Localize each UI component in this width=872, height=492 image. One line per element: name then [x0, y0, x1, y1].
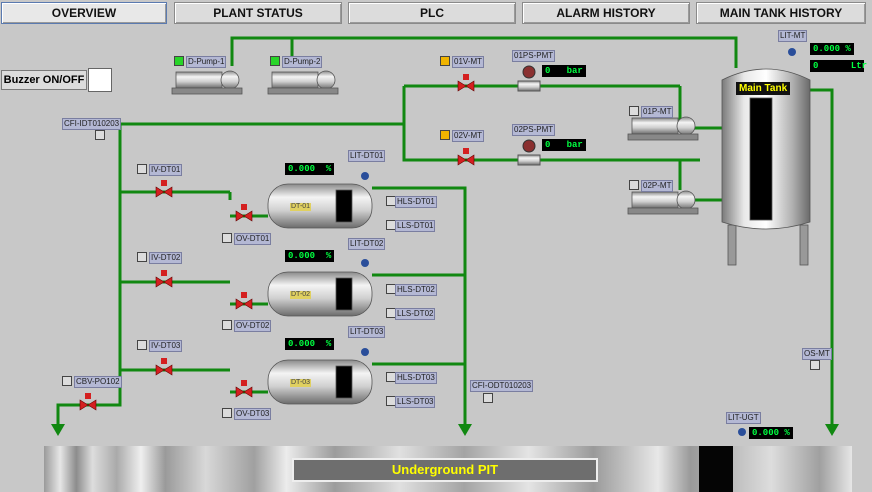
- ps01-unit: bar: [566, 66, 583, 76]
- underground-pit-dark-section: [699, 446, 733, 492]
- ov-dt01-tag: OV-DT01: [234, 233, 272, 245]
- iv-dt01-status[interactable]: [137, 164, 147, 174]
- ps02-value: 0: [545, 140, 551, 150]
- dt01-level: 0.000: [288, 164, 316, 174]
- lit-mt-tag: LIT-MT: [778, 30, 808, 42]
- valves: [79, 80, 475, 411]
- dt03-level-display: 0.000 %: [285, 338, 335, 350]
- pressure-transmitters: [517, 65, 541, 166]
- ugt-level-display: 0.000 %: [749, 427, 793, 439]
- main-tank-level: 0.000: [813, 44, 841, 54]
- buzzer-indicator[interactable]: [88, 68, 112, 92]
- dt02-level-display: 0.000 %: [285, 250, 335, 262]
- os-mt-tag: OS-MT: [802, 348, 832, 360]
- ov-dt02-tag: OV-DT02: [234, 320, 272, 332]
- lit-dt01-tag: LIT-DT01: [348, 150, 386, 162]
- flow-arrows: [51, 424, 839, 436]
- iv-dt03-status[interactable]: [137, 340, 147, 350]
- dt02-level-unit: %: [325, 251, 332, 261]
- ps02-unit: bar: [566, 140, 583, 150]
- tab-alarm-history[interactable]: ALARM HISTORY: [522, 2, 690, 24]
- hls-dt02-tag: HLS-DT02: [395, 284, 437, 296]
- buzzer-toggle-button[interactable]: Buzzer ON/OFF: [1, 70, 87, 90]
- pump-02p-label: 02P-MT: [641, 180, 674, 192]
- ugt-level-unit: %: [784, 428, 790, 438]
- d-pump-2-status[interactable]: [270, 56, 280, 66]
- ov-dt03-tag: OV-DT03: [234, 408, 272, 420]
- dt03-name: DT-03: [290, 379, 312, 387]
- main-tank-label: Main Tank: [736, 82, 791, 95]
- iv-dt02-status[interactable]: [137, 252, 147, 262]
- ps02-display: 0 bar: [542, 139, 586, 151]
- main-tank: [721, 68, 811, 266]
- pump-02p-status[interactable]: [629, 180, 639, 190]
- pump-01p-label: 01P-MT: [641, 106, 674, 118]
- iv-dt01-tag: IV-DT01: [149, 164, 183, 176]
- main-tank-volume-unit: Ltr: [850, 61, 868, 71]
- iv-dt03-tag: IV-DT03: [149, 340, 183, 352]
- lls-dt03-tag: LLS-DT03: [395, 396, 436, 408]
- main-tank-volume: 0: [813, 61, 819, 71]
- iv-dt02-tag: IV-DT02: [149, 252, 183, 264]
- ov-dt02-status[interactable]: [222, 320, 232, 330]
- dt02-name: DT-02: [290, 291, 312, 299]
- ov-dt01-status[interactable]: [222, 233, 232, 243]
- tab-overview[interactable]: OVERVIEW: [1, 2, 167, 24]
- underground-pit-label: Underground PIT: [292, 458, 598, 482]
- pipes: [56, 36, 834, 426]
- valve-actuators: [85, 74, 469, 399]
- lls-dt02-tag: LLS-DT02: [395, 308, 436, 320]
- os-mt-status[interactable]: [810, 360, 820, 370]
- lit-dt03-tag: LIT-DT03: [348, 326, 386, 338]
- level-transmitter-icons: [361, 48, 796, 436]
- d-pump-1-label: D-Pump-1: [186, 56, 227, 68]
- cbv-tag: CBV-PO102: [74, 376, 122, 388]
- ps01-tag: 01PS-PMT: [512, 50, 556, 62]
- pumps: [171, 70, 699, 215]
- tab-plant-status[interactable]: PLANT STATUS: [174, 2, 342, 24]
- cfi-idt-tag: CFI-IDT010203: [62, 118, 122, 130]
- hls-dt01-tag: HLS-DT01: [395, 196, 437, 208]
- pump-01p-status[interactable]: [629, 106, 639, 116]
- dt03-level: 0.000: [288, 339, 316, 349]
- dt-tanks: [267, 183, 373, 405]
- ps01-display: 0 bar: [542, 65, 586, 77]
- ugt-level: 0.000: [752, 428, 780, 438]
- ov-dt03-status[interactable]: [222, 408, 232, 418]
- valve-01v-status[interactable]: [440, 56, 450, 66]
- hls-dt03-tag: HLS-DT03: [395, 372, 437, 384]
- tab-main-tank-history[interactable]: MAIN TANK HISTORY: [696, 2, 866, 24]
- valve-01v-label: 01V-MT: [452, 56, 485, 68]
- lit-ugt-tag: LIT-UGT: [726, 412, 761, 424]
- dt01-name: DT-01: [290, 203, 312, 211]
- d-pump-2-label: D-Pump-2: [282, 56, 323, 68]
- lit-dt02-tag: LIT-DT02: [348, 238, 386, 250]
- ps01-value: 0: [545, 66, 551, 76]
- dt02-level: 0.000: [288, 251, 316, 261]
- tab-plc[interactable]: PLC: [348, 2, 516, 24]
- cfi-odt-tag: CFI-ODT010203: [470, 380, 534, 392]
- cfi-odt-status[interactable]: [483, 393, 493, 403]
- cbv-status[interactable]: [62, 376, 72, 386]
- d-pump-1-status[interactable]: [174, 56, 184, 66]
- lls-dt01-tag: LLS-DT01: [395, 220, 436, 232]
- main-tank-level-unit: %: [845, 44, 851, 54]
- dt01-level-unit: %: [325, 164, 332, 174]
- dt01-level-display: 0.000 %: [285, 163, 335, 175]
- main-tank-level-display: 0.000 %: [810, 43, 854, 55]
- dt03-level-unit: %: [325, 339, 332, 349]
- ps02-tag: 02PS-PMT: [512, 124, 556, 136]
- cfi-idt-status[interactable]: [95, 130, 105, 140]
- valve-02v-label: 02V-MT: [452, 130, 485, 142]
- valve-02v-status[interactable]: [440, 130, 450, 140]
- main-tank-volume-display: 0 Ltr: [810, 60, 868, 72]
